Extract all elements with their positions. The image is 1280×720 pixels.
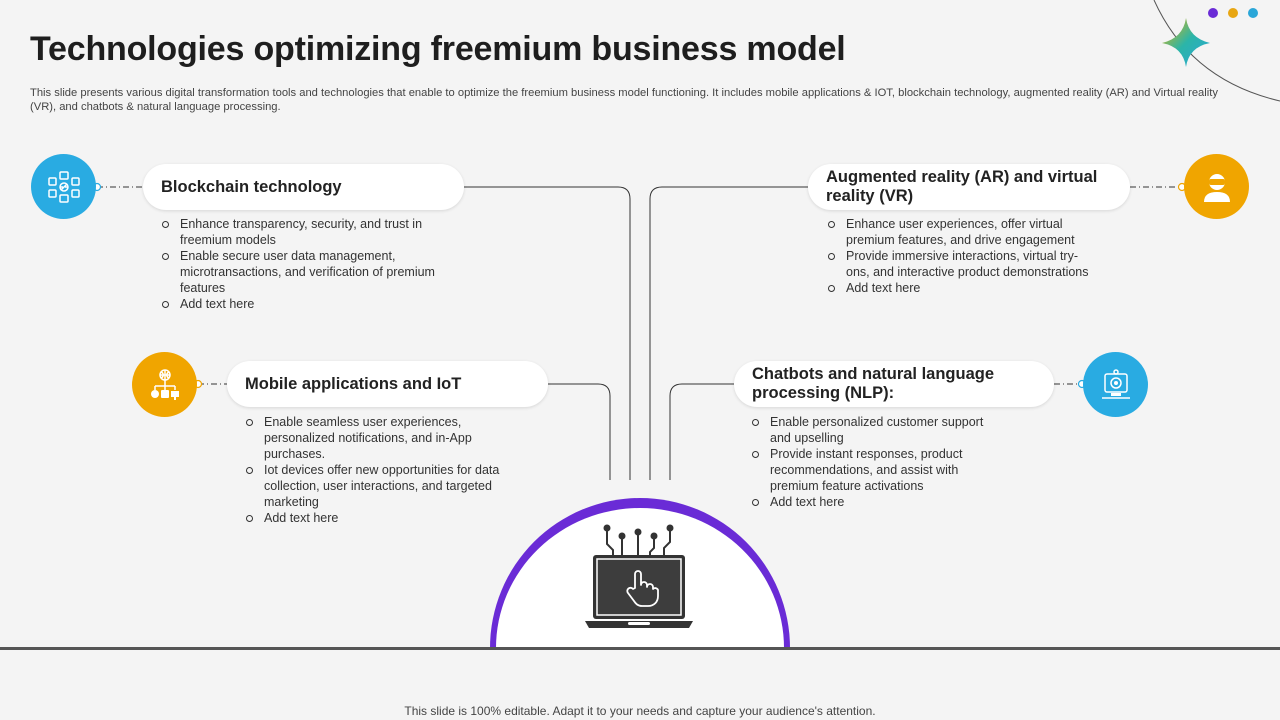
list-item: Enhance user experiences, offer virtual … [826,216,1101,248]
bottom-divider [0,647,1280,650]
decor-dot-purple [1208,8,1218,18]
chatbots-bullets: Enable personalized customer support and… [750,414,1005,510]
chatbots-title: Chatbots and natural language processing… [752,365,995,402]
list-item: Add text here [750,494,1005,510]
blockchain-icon [47,170,80,203]
vr-icon-circle [1184,154,1249,219]
list-item: Add text here [826,280,1101,296]
page-subtitle: This slide presents various digital tran… [30,87,1218,113]
iot-icon-circle [132,352,197,417]
list-item: Add text here [244,510,524,526]
blockchain-icon-circle [31,154,96,219]
chatbots-title-pill: Chatbots and natural language processing… [734,361,1054,407]
list-item: Provide instant responses, product recom… [750,446,1005,494]
mobile-title: Mobile applications and IoT [245,374,462,393]
ar-vr-bullets: Enhance user experiences, offer virtual … [826,216,1101,296]
list-item: Enable personalized customer support and… [750,414,1005,446]
bottom-band [0,650,1280,720]
ar-vr-title-pill: Augmented reality (AR) and virtual reali… [808,164,1130,210]
chatbot-icon [1101,368,1130,399]
decor-dot-blue [1248,8,1258,18]
blockchain-bullets: Enhance transparency, security, and trus… [160,216,445,312]
mobile-title-pill: Mobile applications and IoT [227,361,548,407]
chatbot-icon-circle [1083,352,1148,417]
list-item: Enable seamless user experiences, person… [244,414,524,462]
iot-network-icon [150,368,179,400]
list-item: Enable secure user data management, micr… [160,248,445,296]
decor-arc-sparkle [1153,0,1280,102]
laptop-touch-icon [585,524,693,628]
mobile-bullets: Enable seamless user experiences, person… [244,414,524,526]
list-item: Provide immersive interactions, virtual … [826,248,1101,280]
list-item: Add text here [160,296,445,312]
decor-dot-yellow [1228,8,1238,18]
list-item: Enhance transparency, security, and trus… [160,216,445,248]
ar-vr-title: Augmented reality (AR) and virtual reali… [826,168,1098,205]
page-title: Technologies optimizing freemium busines… [30,30,846,68]
vr-headset-icon [1203,171,1230,202]
list-item: Iot devices offer new opportunities for … [244,462,524,510]
blockchain-title-pill: Blockchain technology [143,164,464,210]
blockchain-title: Blockchain technology [161,177,342,196]
footer-note: This slide is 100% editable. Adapt it to… [404,704,876,718]
